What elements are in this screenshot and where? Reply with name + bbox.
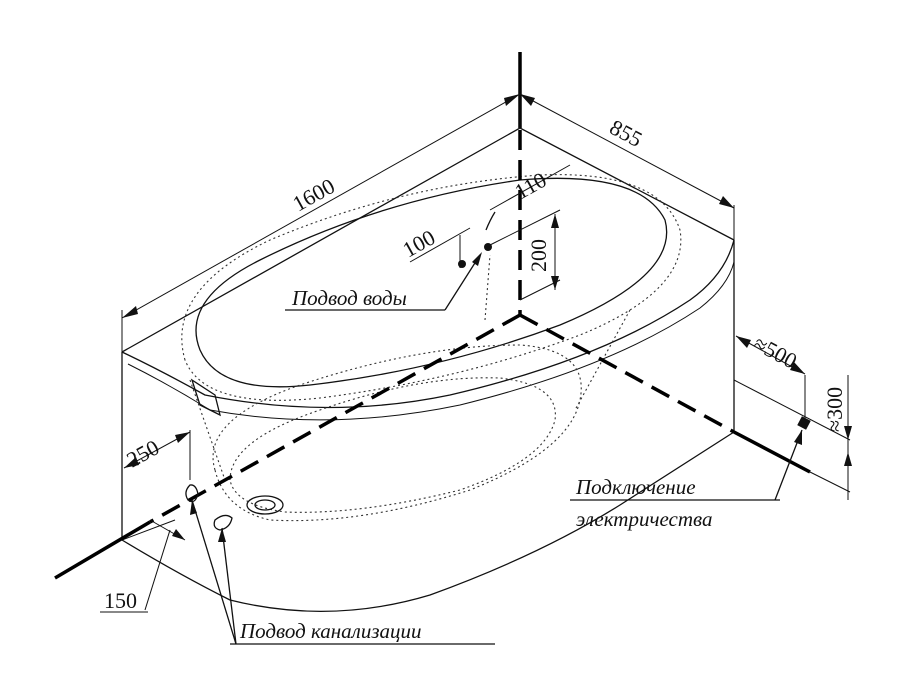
dim-300-arrow-bottom: [844, 452, 852, 466]
dim-300-arrow-top: [844, 426, 852, 440]
dim-1600-line: [121, 93, 521, 319]
dim-1600-arrow-right: [504, 94, 520, 106]
sewer-arrow-left: [190, 500, 197, 515]
sewer-fitting-right: [213, 514, 233, 531]
basin-inner-dotted: [229, 377, 556, 513]
basin-wall-right: [574, 309, 631, 411]
axis-right-solid: [733, 430, 811, 474]
dim-100-line: [409, 227, 471, 263]
basin: [181, 174, 682, 522]
sewer-fitting-left: [185, 484, 199, 503]
dim-110-text: 110: [510, 167, 550, 204]
water-inlet-point-a: [484, 243, 492, 251]
bathtub-body: [121, 127, 735, 613]
dim-110-line: [489, 164, 571, 211]
axis-left-solid: [54, 520, 151, 580]
dim-300-ext-top: [733, 379, 851, 441]
electric-label-line2: электричества: [576, 507, 712, 531]
water-inlet-point-b: [458, 260, 466, 268]
dim-300-ext-bottom: [809, 471, 851, 493]
installation-axes: [54, 52, 811, 580]
dim-1600-arrow-left: [122, 306, 138, 318]
rim-back-edge: [121, 239, 735, 409]
dim-500-arrow-right: [790, 362, 805, 374]
water-inlet-pipe: [485, 211, 496, 231]
rim-inner-edge: [127, 261, 735, 421]
dim-200-ext-top: [489, 209, 561, 246]
dim-200-arrow-bottom: [551, 276, 559, 290]
electric-connection-point: [797, 416, 811, 430]
axis-right-dashed: [519, 313, 735, 434]
connection-points: [185, 211, 811, 531]
dim-855-line: [519, 93, 735, 209]
basin-wall-center: [484, 254, 491, 321]
apron-bottom-curve: [121, 431, 735, 613]
overflow-bracket: [190, 378, 221, 417]
drain-inner: [254, 499, 276, 511]
dim-100-text: 100: [398, 225, 439, 263]
dim-150-text: 150: [104, 588, 137, 613]
sewer-leader-right: [221, 527, 237, 645]
basin-rim: [195, 177, 668, 388]
water-supply-label: Подвод воды: [291, 286, 407, 310]
dim-200-arrow-top: [551, 214, 559, 228]
drain-outer: [246, 495, 284, 515]
dim-500-arrow-left: [736, 336, 751, 348]
dim-300-text: ≈300: [822, 387, 847, 432]
dim-855-arrow-left: [520, 94, 535, 106]
dim-855-arrow-right: [719, 196, 734, 208]
axis-left-dashed: [149, 313, 521, 524]
dim-855-text: 855: [606, 114, 647, 152]
apron-left-base: [121, 519, 176, 541]
dim-150-arrow: [172, 529, 185, 540]
electric-label-arrow: [794, 430, 802, 445]
water-label-leader: [444, 254, 481, 311]
electric-label-line1: Подключение: [575, 475, 696, 499]
dim-250-arrow-right: [175, 432, 190, 443]
sewer-arrow-right: [218, 528, 226, 542]
basin-outer-dotted: [181, 174, 682, 401]
dim-150-leader: [144, 529, 171, 611]
water-label-arrow: [472, 252, 482, 266]
sewer-leader-left: [191, 499, 237, 645]
dim-250-arrow-left: [124, 457, 139, 468]
sewer-supply-label: Подвод канализации: [239, 619, 422, 643]
dimension-lines: 1600 855 110 100 200 250 150: [100, 90, 852, 613]
callouts: Подвод воды Подвод канализации Подключен…: [190, 252, 803, 645]
dim-200-text: 200: [526, 239, 551, 272]
